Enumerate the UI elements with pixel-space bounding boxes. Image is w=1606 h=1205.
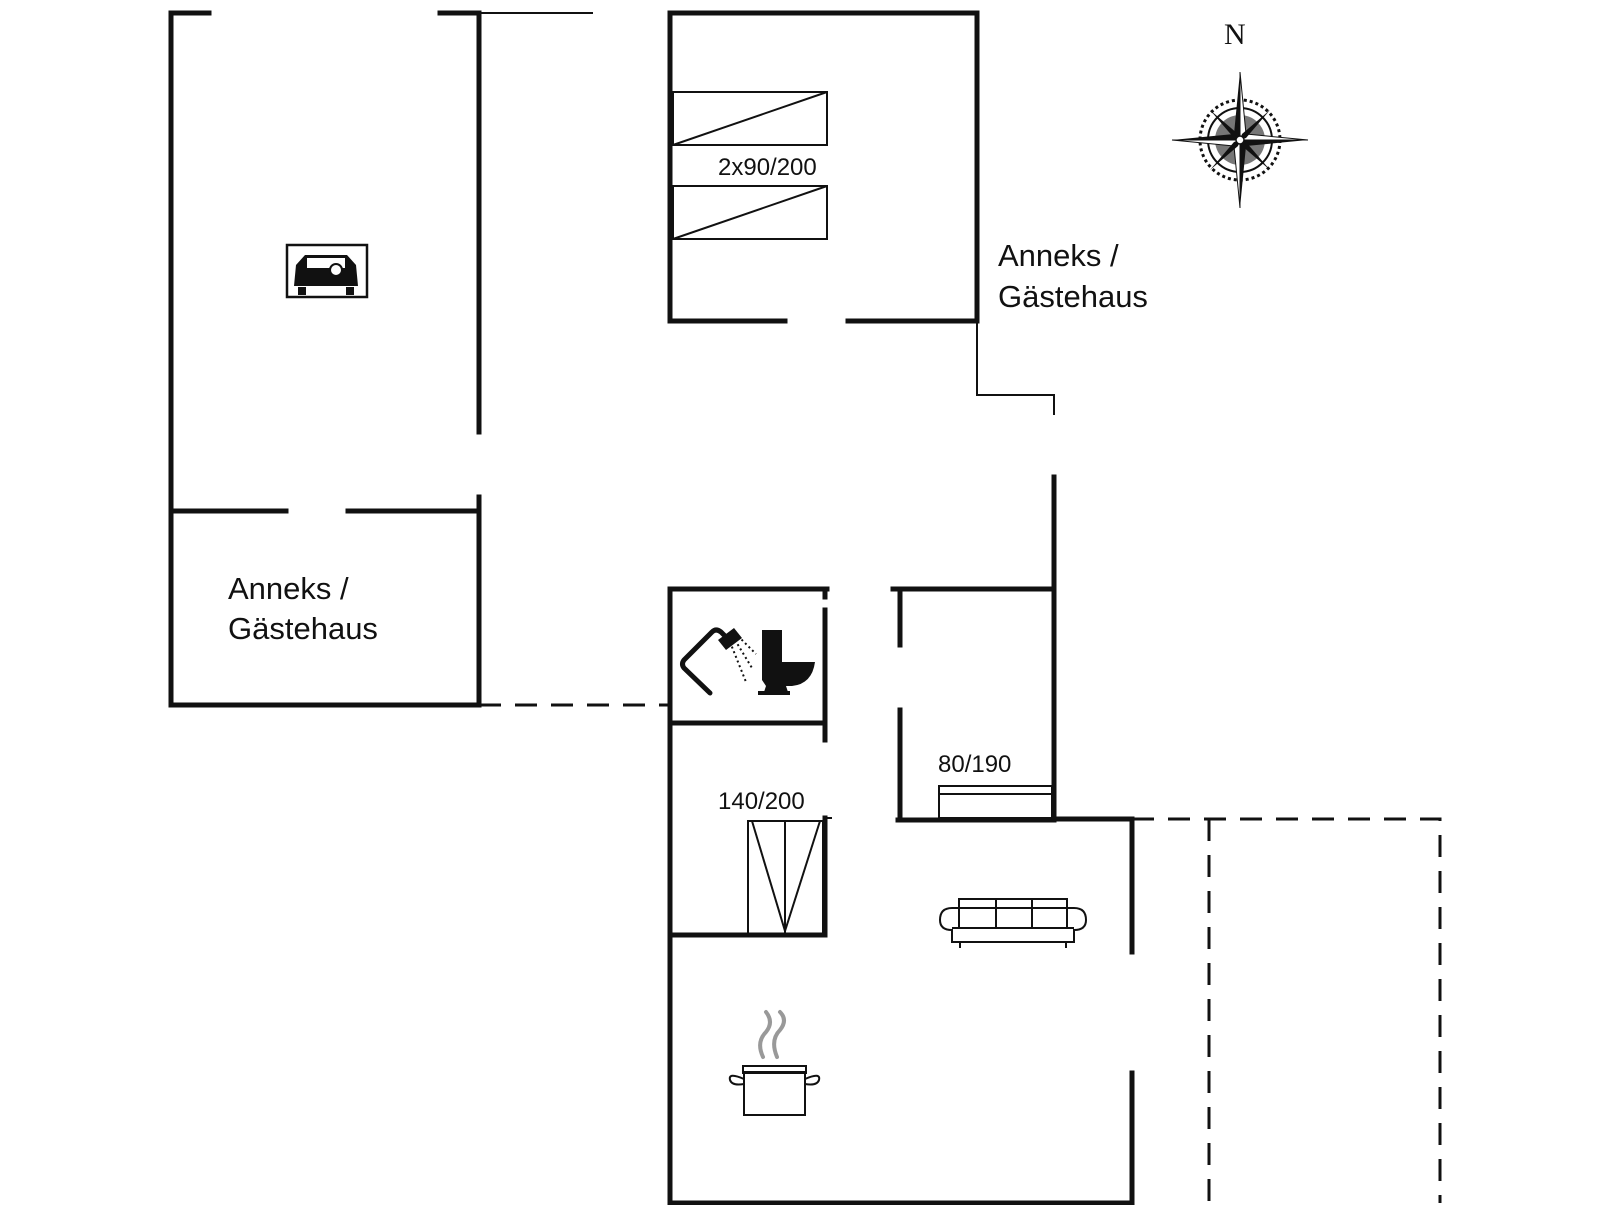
car-icon bbox=[285, 243, 369, 299]
cooking-pot-icon bbox=[728, 1010, 821, 1116]
toilet-icon bbox=[758, 630, 815, 695]
twin-bed-size: 2x90/200 bbox=[718, 154, 817, 181]
annex-north-label-line2: Gästehaus bbox=[998, 279, 1148, 314]
garage-walls bbox=[168, 10, 593, 708]
compass-rose-icon bbox=[1171, 71, 1309, 209]
annex-west-label-line1: Anneks / bbox=[228, 571, 349, 606]
annex-north-walls bbox=[667, 10, 1055, 415]
single-bed-size: 80/190 bbox=[938, 751, 1011, 778]
annex-west-label-line2: Gästehaus bbox=[228, 611, 378, 646]
compass-north-letter: N bbox=[1224, 18, 1246, 51]
single-bed bbox=[938, 785, 1053, 819]
main-house-walls bbox=[667, 474, 1135, 1205]
double-bed-size: 140/200 bbox=[718, 788, 805, 815]
double-bed bbox=[747, 820, 824, 935]
sofa-icon bbox=[938, 898, 1088, 948]
annex-north-label-line1: Anneks / bbox=[998, 238, 1119, 273]
terrace-outline bbox=[1132, 817, 1442, 1203]
shower-icon bbox=[680, 627, 757, 696]
twin-beds bbox=[672, 91, 828, 240]
